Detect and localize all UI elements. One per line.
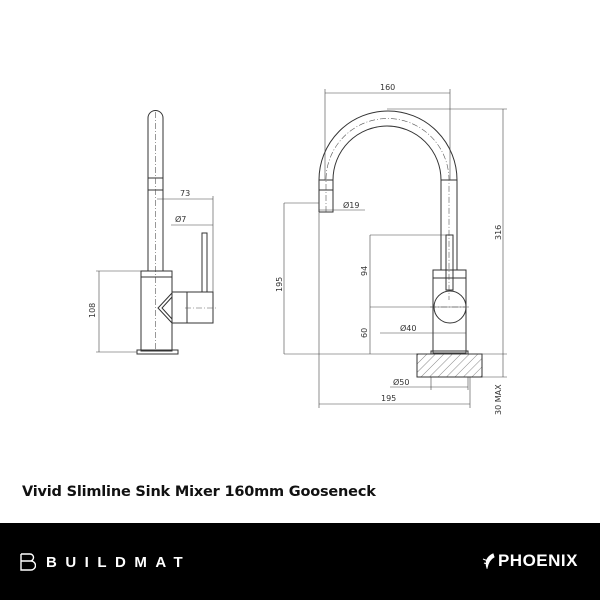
- side-lever: [201, 232, 208, 293]
- dim-lever-dia: Ø7: [175, 214, 186, 224]
- dim-195-height: 195: [275, 277, 284, 292]
- footer: BUILDMAT PHOENIX: [0, 523, 600, 600]
- side-handle: [171, 291, 214, 324]
- dim-160: 160: [380, 83, 395, 92]
- dim-94: 94: [360, 266, 369, 276]
- front-view: 160 Ø19 195 94 60 Ø40 Ø50 195 316 30 MAX: [275, 83, 507, 415]
- phoenix-flame-icon: [482, 553, 495, 569]
- dim-108: 108: [88, 303, 97, 318]
- side-spout: [147, 110, 164, 271]
- side-body: [140, 270, 173, 352]
- side-view: 73 Ø7 108: [88, 110, 218, 355]
- buildmat-wordmark: BUILDMAT: [46, 553, 192, 571]
- dim-316: 316: [494, 225, 503, 240]
- dim-73: 73: [180, 189, 190, 198]
- dim-outlet-dia: Ø19: [343, 200, 359, 210]
- benchtop-section: [416, 353, 483, 378]
- dim-base-dia: Ø50: [393, 377, 409, 387]
- phoenix-logo: PHOENIX: [481, 551, 578, 571]
- buildmat-logo: BUILDMAT: [20, 553, 191, 571]
- dim-handle-dia: Ø40: [400, 323, 416, 333]
- gooseneck-spout: [318, 110, 458, 270]
- dim-60: 60: [360, 328, 369, 338]
- dim-30-max: 30 MAX: [494, 384, 503, 415]
- technical-drawing: 73 Ø7 108 160 Ø19 195 94 60: [88, 83, 507, 415]
- buildmat-b-icon: [20, 553, 36, 571]
- front-lever: [445, 234, 454, 291]
- dim-195-reach: 195: [381, 394, 396, 403]
- front-body: [432, 269, 467, 354]
- phoenix-wordmark: PHOENIX: [497, 551, 578, 570]
- product-title: Vivid Slimline Sink Mixer 160mm Goosenec…: [22, 484, 376, 500]
